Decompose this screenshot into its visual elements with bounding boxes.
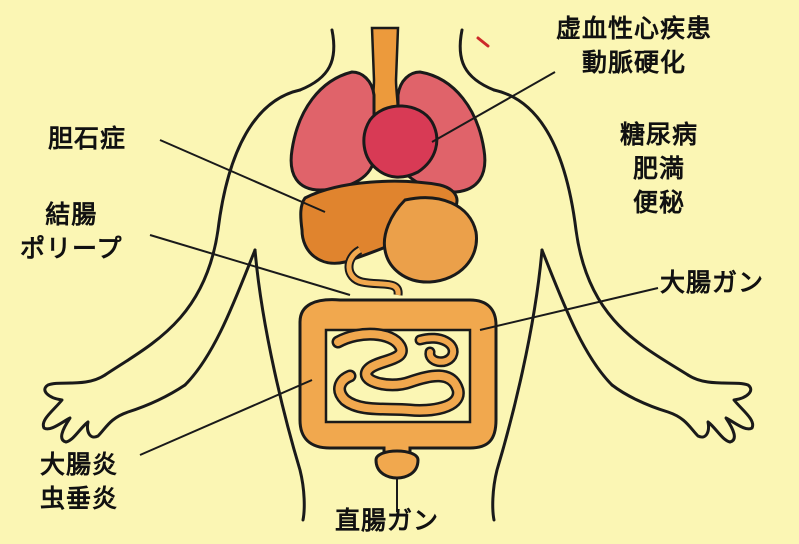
right-torso-outline	[493, 250, 542, 520]
label-colitis-line2: 虫垂炎	[40, 482, 118, 516]
label-cardio: 虚血性心疾患 動脈硬化	[556, 12, 712, 80]
right-hand-outline	[612, 375, 753, 442]
label-metabolic-line1: 糖尿病	[620, 118, 698, 152]
label-metabolic-line2: 肥満	[620, 152, 698, 186]
rectum	[376, 451, 418, 478]
label-polyp-line1: 結腸	[20, 198, 123, 232]
stomach	[384, 198, 476, 282]
left-shoulder-arm-outline	[105, 90, 300, 375]
label-polyp-line2: ポリープ	[20, 232, 123, 266]
label-gallstone: 胆石症	[48, 122, 126, 156]
label-metabolic: 糖尿病 肥満 便秘	[620, 118, 698, 220]
label-cardio-line2: 動脈硬化	[556, 46, 712, 80]
pen-mark	[478, 38, 488, 46]
label-metabolic-line3: 便秘	[620, 186, 698, 220]
leader-colon-cancer	[480, 288, 658, 330]
left-inner-arm-outline	[185, 250, 255, 385]
label-colitis-line1: 大腸炎	[40, 448, 118, 482]
left-torso-outline	[255, 250, 304, 520]
label-colon-cancer: 大腸ガン	[660, 266, 764, 300]
label-cardio-line1: 虚血性心疾患	[556, 12, 712, 46]
heart	[364, 106, 437, 177]
right-inner-arm-outline	[542, 250, 612, 385]
label-polyp: 結腸 ポリープ	[20, 198, 123, 266]
left-hand-outline	[43, 375, 185, 442]
label-colitis: 大腸炎 虫垂炎	[40, 448, 118, 516]
label-rectal-cancer: 直腸ガン	[335, 504, 439, 538]
